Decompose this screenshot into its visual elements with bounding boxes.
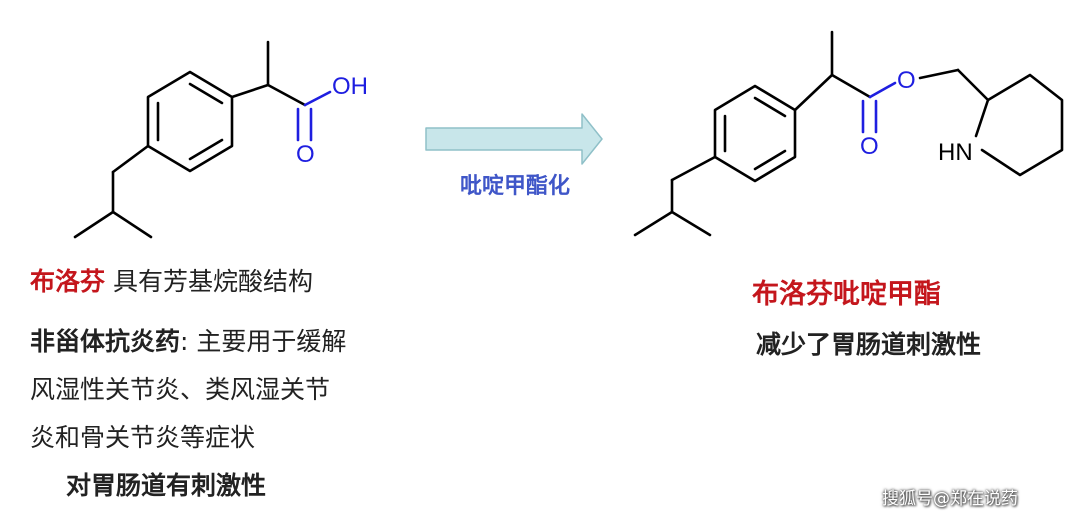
side-effect-text: 对胃肠道有刺激性	[66, 471, 267, 500]
indication-line-3: 炎和骨关节炎等症状	[30, 423, 256, 452]
aromatic-double-bond	[753, 149, 787, 171]
bond	[111, 144, 150, 174]
atom-oh: OH	[332, 73, 368, 100]
bond	[793, 73, 834, 112]
bond	[830, 73, 872, 99]
benzene-ring	[713, 84, 797, 183]
reaction-label: 吡啶甲酯化	[459, 174, 570, 199]
ibuprofen-structure-desc: 具有芳基烷酸结构	[112, 267, 313, 296]
atom-o: O	[296, 141, 315, 168]
bond	[633, 210, 674, 237]
aromatic-double-bond	[753, 96, 787, 118]
category-line: 非甾体抗炎药: 主要用于缓解	[30, 322, 346, 358]
aromatic-double-bond	[188, 82, 224, 105]
ester-bond	[868, 81, 897, 99]
bond	[918, 68, 960, 80]
atom-o-ester: O	[897, 67, 916, 94]
bond	[230, 83, 270, 99]
ester-name: 布洛芬吡啶甲酯	[752, 279, 941, 310]
bond	[670, 210, 712, 237]
atom-o-carbonyl: O	[860, 133, 879, 160]
bond	[670, 155, 717, 182]
benzene-ring	[146, 70, 234, 173]
ibuprofen-structure: OH O	[73, 40, 368, 239]
category-desc: : 主要用于缓解	[180, 327, 347, 356]
reaction-arrow	[425, 113, 603, 165]
drug-category: 非甾体抗炎药	[30, 327, 181, 356]
ibuprofen-name-line: 布洛芬 具有芳基烷酸结构	[30, 262, 313, 298]
bond	[266, 83, 307, 107]
ibuprofen-name: 布洛芬	[30, 267, 106, 296]
bond	[73, 210, 115, 239]
watermark: 搜狐号@郑在说药	[882, 489, 1018, 509]
aromatic-double-bond	[188, 138, 224, 161]
indication-line-2: 风湿性关节炎、类风湿关节	[30, 375, 331, 404]
bond	[111, 210, 153, 239]
ester-structure: O O HN	[633, 30, 1064, 237]
bond	[956, 68, 990, 102]
ester-benefit: 减少了胃肠道刺激性	[756, 330, 982, 359]
c-n-bond	[974, 98, 990, 138]
c-oh-bond	[303, 90, 332, 107]
atom-hn: HN	[938, 139, 973, 166]
piperidine-ring	[980, 73, 1064, 177]
